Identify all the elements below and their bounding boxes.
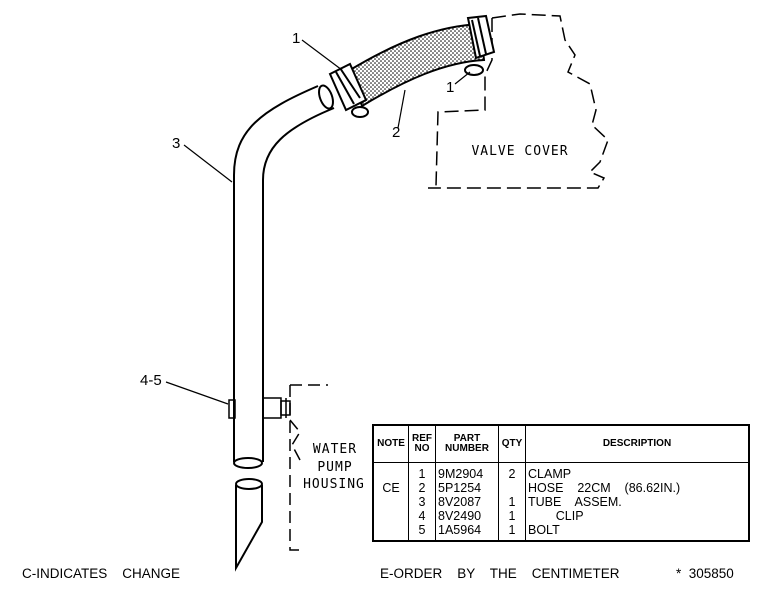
row-part: 8V2490 (435, 509, 499, 523)
row-part: 5P1254 (435, 481, 499, 495)
row-note: CE (372, 481, 409, 495)
row-part: 9M2904 (435, 462, 499, 481)
row-ref: 3 (408, 495, 436, 509)
water-pump-housing-outline (289, 384, 328, 551)
row-qty: 1 (498, 509, 526, 523)
parts-table-header: NOTE REF NO PART NUMBER QTY DESCRIPTION (372, 424, 750, 463)
callout-hose: 2 (392, 124, 401, 141)
callout-clip-bolt: 4-5 (140, 372, 162, 389)
table-row: 5 1A5964 1 BOLT (372, 523, 750, 541)
clip-bolt (228, 397, 291, 419)
row-qty: 1 (498, 523, 526, 541)
row-desc: BOLT (525, 523, 750, 541)
row-note (372, 523, 409, 541)
water-pump-label-line1: WATER (312, 442, 358, 457)
callout-tube: 3 (172, 135, 181, 152)
row-note (372, 462, 409, 481)
footer-change-note: C-INDICATES CHANGE (22, 566, 181, 581)
row-ref: 2 (408, 481, 436, 495)
row-ref: 4 (408, 509, 436, 523)
row-qty (498, 481, 526, 495)
callout-clamp-right: 1 (446, 79, 455, 96)
header-part-line2: NUMBER (445, 443, 489, 454)
row-note (372, 509, 409, 523)
row-qty: 1 (498, 495, 526, 509)
tube-assembly (233, 84, 335, 572)
water-pump-label-line2: PUMP (317, 460, 353, 475)
row-part: 8V2087 (435, 495, 499, 509)
hose (348, 22, 486, 108)
row-note (372, 495, 409, 509)
header-qty: QTY (498, 424, 526, 463)
row-desc: CLAMP (525, 462, 750, 481)
footer-order-note: E-ORDER BY THE CENTIMETER (380, 566, 620, 581)
header-ref-no: REF NO (408, 424, 436, 463)
row-part: 1A5964 (435, 523, 499, 541)
row-desc: TUBE ASSEM. (525, 495, 750, 509)
header-note: NOTE (372, 424, 409, 463)
header-description: DESCRIPTION (525, 424, 750, 463)
table-row: CE 2 5P1254 HOSE 22CM (86.62IN.) (372, 481, 750, 495)
header-part-number: PART NUMBER (435, 424, 499, 463)
water-pump-label-line3: HOUSING (303, 477, 365, 492)
header-part-line1: PART (453, 433, 481, 444)
row-ref: 5 (408, 523, 436, 541)
header-ref-line1: REF (412, 433, 432, 444)
footer-illustration-number: * 305850 (676, 566, 734, 581)
table-row: 3 8V2087 1 TUBE ASSEM. (372, 495, 750, 509)
callout-clamp-left: 1 (292, 30, 301, 47)
clamp-left (328, 62, 369, 118)
row-ref: 1 (408, 462, 436, 481)
parts-table: NOTE REF NO PART NUMBER QTY DESCRIPTION … (372, 424, 750, 542)
valve-cover-label: VALVE COVER (471, 144, 569, 159)
table-row: 4 8V2490 1 CLIP (372, 509, 750, 523)
leader-lines (165, 39, 471, 405)
row-qty: 2 (498, 462, 526, 481)
valve-cover-outline (428, 13, 609, 189)
row-desc: CLIP (525, 509, 750, 523)
header-ref-line2: NO (414, 443, 430, 454)
table-row: 1 9M2904 2 CLAMP (372, 462, 750, 481)
row-desc: HOSE 22CM (86.62IN.) (525, 481, 750, 495)
